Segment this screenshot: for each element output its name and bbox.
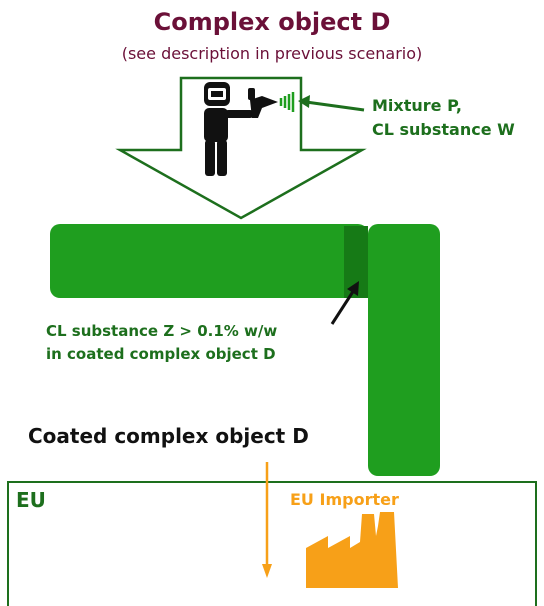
page-subtitle: (see description in previous scenario): [121, 44, 423, 63]
coating-pointer-arrow: [330, 281, 359, 325]
mixture-label-line-1: Mixture P,: [372, 96, 462, 115]
mixture-pointer-arrow: [298, 95, 365, 112]
eu-label: EU: [16, 488, 46, 512]
factory-icon: [306, 512, 398, 588]
coating-label: CL substance Z > 0.1% w/w in coated comp…: [46, 320, 277, 366]
coating-label-line-1: CL substance Z > 0.1% w/w: [46, 322, 278, 340]
mixture-label-line-2: CL substance W: [372, 120, 515, 139]
eu-importer-label: EU Importer: [290, 490, 399, 509]
coated-object-label: Coated complex object D: [28, 424, 309, 448]
eu-box: [7, 481, 537, 606]
mixture-label: Mixture P, CL substance W: [372, 94, 515, 142]
coating-label-line-2: in coated complex object D: [46, 345, 276, 363]
import-arrow: [262, 462, 272, 578]
object-vertical-bar: [368, 224, 440, 476]
page-title: Complex object D: [153, 8, 391, 36]
down-arrow: [115, 76, 367, 220]
worker-spraying-icon: [204, 82, 295, 176]
object-horizontal-bar: [50, 224, 368, 298]
